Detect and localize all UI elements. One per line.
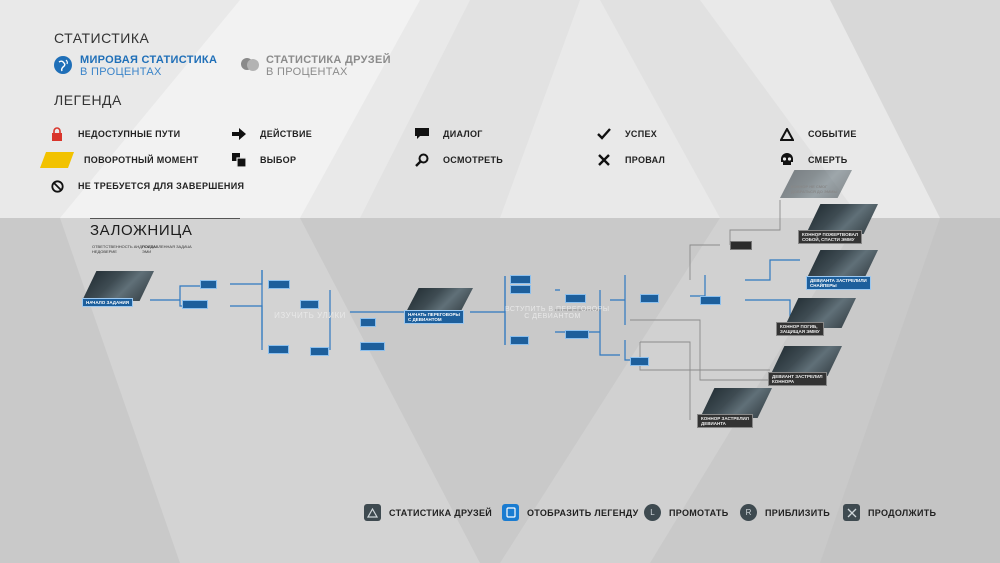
chapter-tag-1: ОТВЕТСТВЕННОСТЬ АНДРОИДА НЕДОВЕРИЕ — [92, 244, 156, 254]
begin-negotiation-label[interactable]: НАЧАТЬ ПЕРЕГОВОРЫ С ДЕВИАНТОМ — [404, 310, 464, 324]
legend-label: НЕ ТРЕБУЕТСЯ ДЛЯ ЗАВЕРШЕНИЯ — [78, 181, 245, 191]
triangle-button-icon — [364, 504, 381, 521]
negotiate-area-label: ВСТУПИТЬ В ПЕРЕГОВОРЫ С ДЕВИАНТОМ — [505, 306, 610, 320]
legend-item-action: ДЕЙСТВИЕ — [228, 126, 312, 142]
flow-node[interactable] — [360, 342, 385, 351]
legend-label: ПОВОРОТНЫЙ МОМЕНТ — [84, 155, 199, 165]
flow-node[interactable] — [360, 318, 376, 327]
legend-label: ДИАЛОГ — [443, 129, 483, 139]
flow-node[interactable] — [300, 300, 320, 309]
friends-icon — [240, 56, 259, 74]
r-stick-button-icon: R — [740, 504, 757, 521]
show-legend-button[interactable]: ОТОБРАЗИТЬ ЛЕГЕНДУ — [502, 504, 638, 521]
not-required-icon — [46, 179, 68, 193]
flow-node[interactable] — [630, 357, 650, 366]
button-label: ПРИБЛИЗИТЬ — [765, 507, 831, 518]
touchpad-button-icon — [502, 504, 519, 521]
button-label: СТАТИСТИКА ДРУЗЕЙ — [389, 507, 493, 518]
l-stick-button-icon: L — [644, 504, 661, 521]
negotiation-thumbnail[interactable] — [405, 288, 473, 314]
chapter-divider — [90, 218, 240, 219]
inspect-icon — [411, 153, 433, 167]
cross-button-icon — [843, 504, 860, 521]
flow-node[interactable] — [200, 280, 217, 289]
ending-sacrifice-label[interactable]: КОННОР ПОЖЕРТВОВАЛ СОБОЙ, СПАСТИ ЭММУ — [798, 230, 863, 244]
lock-icon — [46, 127, 68, 141]
chapter-tag-2: ПОСТАВЛЕННАЯ ЗАДАЧА ЭМИ — [142, 244, 192, 254]
failure-cross-icon — [593, 154, 615, 166]
legend-item-success: УСПЕХ — [593, 126, 657, 142]
legend-item-turning-point: ПОВОРОТНЫЙ МОМЕНТ — [40, 152, 199, 168]
investigate-area-label: ИЗУЧИТЬ УЛИКИ — [274, 311, 346, 320]
continue-button[interactable]: ПРОДОЛЖИТЬ — [843, 504, 936, 521]
legend-label: ОСМОТРЕТЬ — [443, 155, 504, 165]
friends-stats-button[interactable]: СТАТИСТИКА ДРУЗЕЙ — [364, 504, 492, 521]
friends-stats-label: СТАТИСТИКА ДРУЗЕЙ — [266, 54, 391, 66]
legend-label: ВЫБОР — [260, 155, 297, 165]
legend-panel-background — [0, 0, 1000, 218]
button-label: ПРОМОТАТЬ — [669, 507, 729, 518]
button-label: ПРОДОЛЖИТЬ — [868, 507, 937, 518]
legend-item-not-required: НЕ ТРЕБУЕТСЯ ДЛЯ ЗАВЕРШЕНИЯ — [46, 178, 244, 194]
legend-item-death: СМЕРТЬ — [776, 152, 848, 168]
legend-item-event: СОБЫТИЕ — [776, 126, 857, 142]
flow-node[interactable] — [182, 300, 208, 309]
world-stats-sublabel: В ПРОЦЕНТАХ — [80, 66, 162, 78]
death-skull-icon — [776, 153, 798, 167]
flow-node[interactable] — [510, 336, 530, 345]
chapter-title: ЗАЛОЖНИЦА — [90, 222, 193, 239]
event-triangle-icon — [776, 127, 798, 141]
scroll-button[interactable]: L ПРОМОТАТЬ — [644, 504, 729, 521]
ending-connor-shot-deviant-label[interactable]: КОННОР ЗАСТРЕЛИЛ ДЕВИАНТА — [697, 414, 753, 428]
flow-node[interactable] — [310, 347, 330, 356]
friends-stats-option[interactable]: СТАТИСТИКА ДРУЗЕЙ В ПРОЦЕНТАХ — [240, 54, 391, 78]
legend-item-choice: ВЫБОР — [228, 152, 296, 168]
start-node-label[interactable]: НАЧАЛО ЗАДАНИЯ — [82, 298, 133, 307]
legend-label: ПРОВАЛ — [625, 155, 666, 165]
ending-faint-label[interactable]: КОННОР НЕ СМОГ ДОБРАТЬСЯ ДО ЭММЫ — [791, 184, 838, 194]
zoom-button[interactable]: R ПРИБЛИЗИТЬ — [740, 504, 830, 521]
turning-point-icon — [40, 152, 74, 168]
flow-node[interactable] — [640, 294, 660, 303]
globe-icon — [54, 56, 72, 74]
world-stats-label: МИРОВАЯ СТАТИСТИКА — [80, 54, 218, 66]
world-stats-option[interactable]: МИРОВАЯ СТАТИСТИКА В ПРОЦЕНТАХ — [54, 54, 217, 78]
legend-item-dialogue: ДИАЛОГ — [411, 126, 483, 142]
stats-title: СТАТИСТИКА — [54, 30, 150, 46]
ending-connor-died-label[interactable]: КОННОР ПОГИБ, ЗАЩИЩАЯ ЭММУ — [776, 322, 824, 336]
flow-node[interactable] — [268, 280, 291, 289]
legend-item-failure: ПРОВАЛ — [593, 152, 665, 168]
choice-icon — [228, 153, 250, 167]
flow-node[interactable] — [565, 294, 587, 303]
legend-label: ДЕЙСТВИЕ — [260, 129, 313, 139]
legend-label: УСПЕХ — [625, 129, 658, 139]
ending-deviant-shot-connor-label[interactable]: ДЕВИАНТ ЗАСТРЕЛИЛ КОННОРА — [768, 372, 827, 386]
legend-title: ЛЕГЕНДА — [54, 92, 122, 108]
ending-thumbnail-faint[interactable] — [780, 170, 852, 198]
flow-node[interactable] — [700, 296, 722, 305]
button-label: ОТОБРАЗИТЬ ЛЕГЕНДУ — [527, 507, 639, 518]
flow-node-unexplored[interactable] — [730, 241, 753, 250]
legend-item-inspect: ОСМОТРЕТЬ — [411, 152, 503, 168]
action-arrow-icon — [228, 128, 250, 140]
flow-node[interactable] — [510, 275, 532, 284]
legend-label: СОБЫТИЕ — [808, 129, 857, 139]
ending-snipers-label[interactable]: ДЕВИАНТА ЗАСТРЕЛИЛИ СНАЙПЕРЫ — [806, 276, 871, 290]
dialogue-icon — [411, 128, 433, 140]
legend-item-unavailable: НЕДОСТУПНЫЕ ПУТИ — [46, 126, 180, 142]
friends-stats-sublabel: В ПРОЦЕНТАХ — [266, 66, 348, 78]
flow-node[interactable] — [268, 345, 290, 354]
success-check-icon — [593, 128, 615, 140]
legend-label: НЕДОСТУПНЫЕ ПУТИ — [78, 129, 181, 139]
flow-node[interactable] — [510, 285, 532, 294]
flow-node[interactable] — [565, 330, 589, 339]
legend-label: СМЕРТЬ — [808, 155, 848, 165]
